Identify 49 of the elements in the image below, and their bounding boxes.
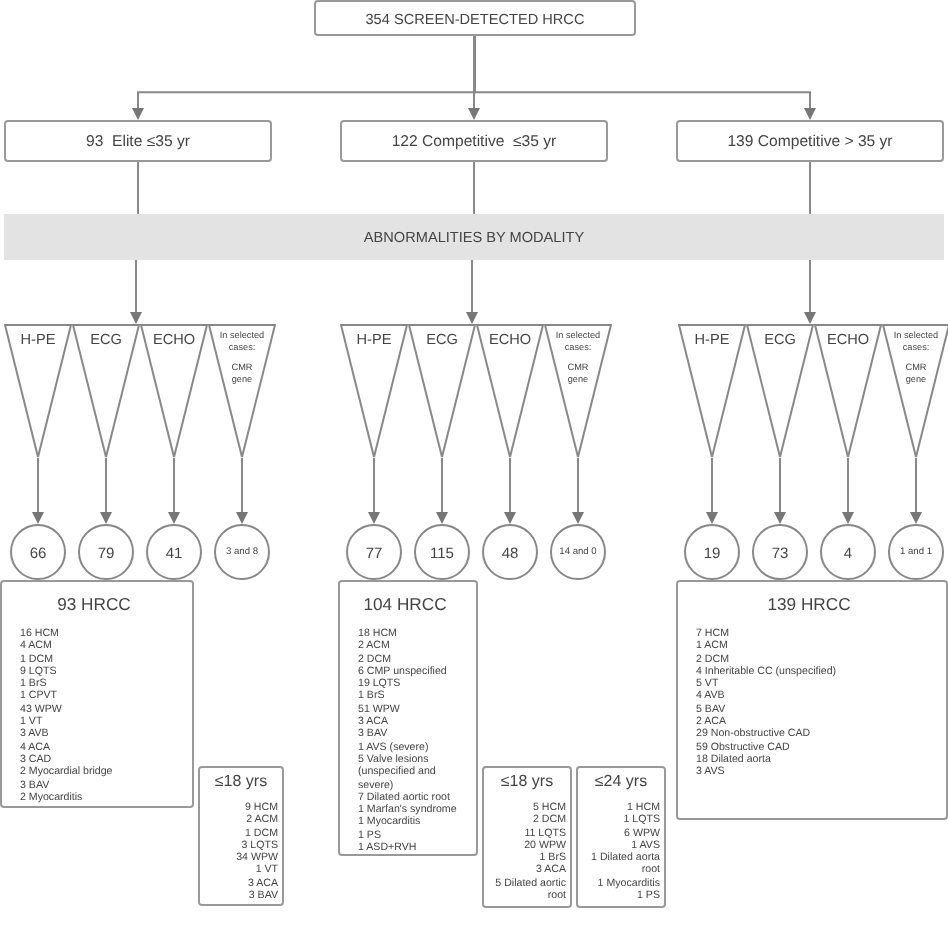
count-circle	[684, 524, 740, 580]
arrow	[774, 457, 786, 524]
count-circle	[146, 524, 202, 580]
box-heading: ≤18 yrs	[500, 772, 554, 790]
arrow	[466, 259, 478, 324]
count-circle	[10, 524, 66, 580]
arrow	[32, 457, 44, 524]
count-circle	[482, 524, 538, 580]
process-box	[314, 0, 636, 36]
process-box	[4, 120, 272, 162]
connector-line	[473, 161, 475, 215]
arrow	[804, 259, 816, 324]
count-circle	[550, 524, 606, 580]
arrow	[168, 457, 180, 524]
age-subgroup-box	[198, 766, 284, 906]
box-heading: 139 HRCC	[767, 594, 851, 614]
box-heading: ≤18 yrs	[214, 772, 268, 790]
age-subgroup-box	[482, 766, 572, 908]
arrow	[436, 457, 448, 524]
arrow	[468, 35, 480, 120]
count-circle	[752, 524, 808, 580]
arrow	[842, 457, 854, 524]
arrow	[130, 259, 142, 324]
arrow	[910, 457, 922, 524]
box-heading: 93 HRCC	[57, 594, 131, 614]
age-subgroup-box	[576, 766, 666, 908]
connector-line	[809, 161, 811, 215]
arrow	[236, 457, 248, 524]
count-circle	[346, 524, 402, 580]
arrow	[504, 457, 516, 524]
findings-box	[0, 580, 194, 808]
arrow	[706, 457, 718, 524]
connector-line	[137, 161, 139, 215]
count-circle	[414, 524, 470, 580]
arrow	[572, 457, 584, 524]
count-circle	[888, 524, 944, 580]
arrow	[368, 457, 380, 524]
heading-band	[4, 214, 944, 260]
count-circle	[820, 524, 876, 580]
process-box	[676, 120, 944, 162]
findings-box	[338, 580, 478, 856]
box-heading: 104 HRCC	[363, 594, 447, 614]
count-circle	[78, 524, 134, 580]
arrow	[100, 457, 112, 524]
findings-box	[676, 580, 948, 820]
arrow	[474, 35, 816, 120]
process-box	[340, 120, 608, 162]
count-circle	[214, 524, 270, 580]
box-heading: ≤24 yrs	[594, 772, 648, 790]
